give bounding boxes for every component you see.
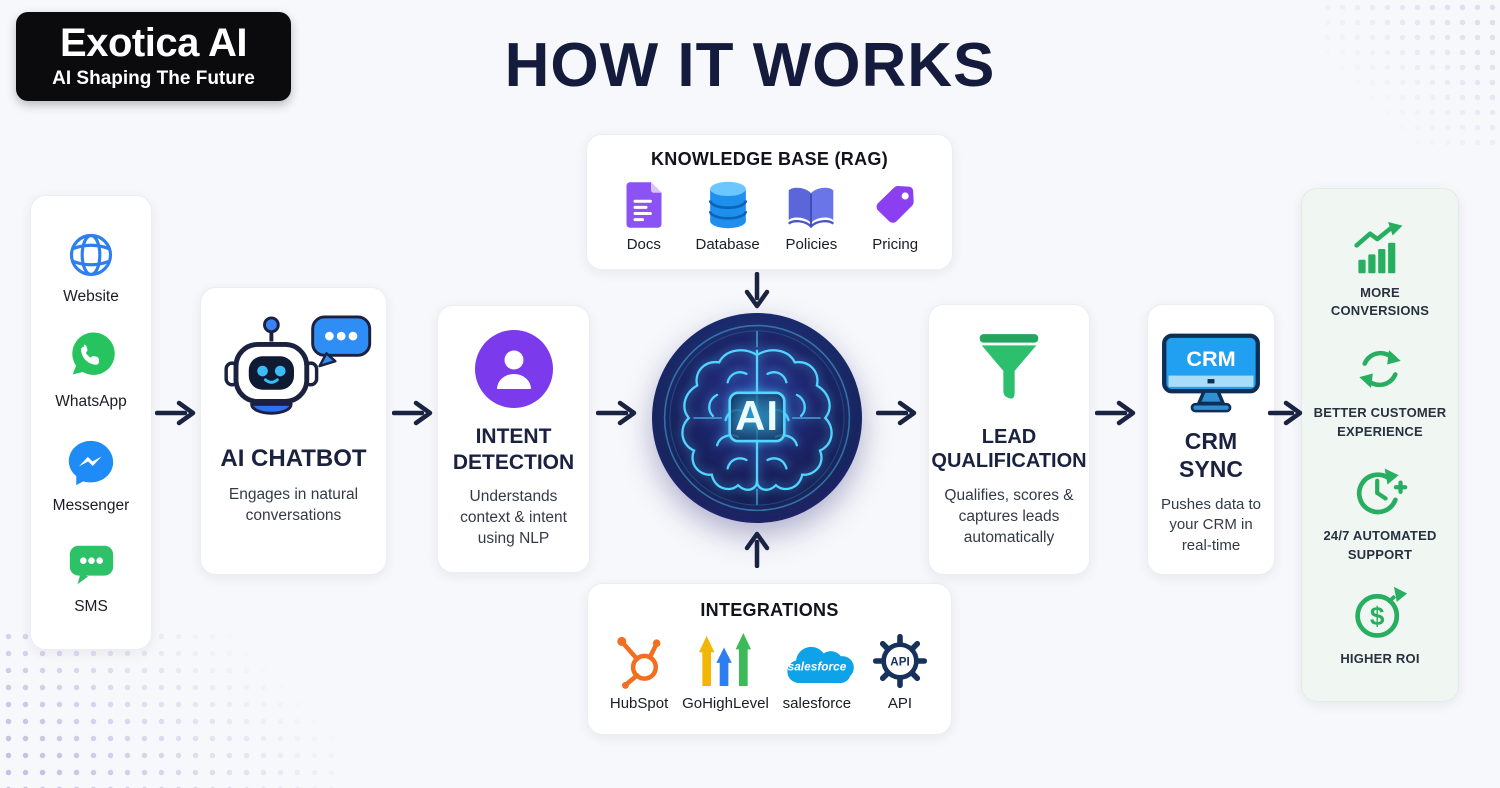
- card-title: AI CHATBOT: [220, 445, 367, 472]
- kb-item-label: Docs: [626, 236, 661, 253]
- refresh-icon: [1359, 350, 1401, 389]
- benefits-card: MORE CONVERSIONS BETTER CUSTOMER EXPERIE…: [1301, 188, 1459, 702]
- benefit-label: BETTER CUSTOMER EXPERIENCE: [1313, 405, 1447, 439]
- growth-chart-icon: [1354, 221, 1403, 273]
- integration-hubspot: HubSpot: [604, 631, 674, 712]
- benefit-customer-experience: BETTER CUSTOMER EXPERIENCE: [1310, 342, 1450, 440]
- channel-messenger: Messenger: [52, 436, 130, 515]
- ai-core-label: AI: [735, 392, 779, 440]
- crm-sync-card: CRM CRM SYNC Pushes data to your CRM in …: [1147, 304, 1275, 575]
- brand-tagline: AI Shaping The Future: [52, 68, 255, 89]
- integration-label: GoHighLevel: [682, 695, 769, 712]
- channel-website: Website: [63, 229, 119, 306]
- integration-label: HubSpot: [609, 695, 669, 712]
- channel-label: WhatsApp: [55, 393, 127, 411]
- flow-arrow-right: [596, 400, 638, 426]
- kb-item-docs: Docs: [609, 180, 679, 253]
- integrations-items: HubSpot GoHighLevel salesforce salesforc…: [596, 631, 943, 712]
- messenger-icon: [68, 440, 114, 485]
- channel-label: SMS: [74, 598, 108, 616]
- lead-qualification-card: LEAD QUALIFICATION Qualifies, scores & c…: [928, 304, 1090, 575]
- brand-logo: Exotica AI AI Shaping The Future: [16, 12, 291, 101]
- database-icon: [708, 181, 747, 229]
- robot-icon: [223, 315, 371, 415]
- flow-arrow-right: [155, 400, 197, 426]
- kb-item-label: Policies: [785, 236, 838, 253]
- sms-chat-icon: [69, 546, 114, 585]
- benefit-label: MORE CONVERSIONS: [1330, 284, 1430, 318]
- api-gear-icon: API: [872, 633, 927, 689]
- svg-text:$: $: [1370, 601, 1385, 631]
- kb-item-label: Pricing: [872, 236, 919, 253]
- dot-pattern-bottom-left: [0, 628, 340, 788]
- flow-arrow-up: [744, 530, 770, 568]
- ai-chatbot-card: AI CHATBOT Engages in natural conversati…: [200, 287, 387, 575]
- card-description: Engages in natural conversations: [228, 486, 359, 525]
- channels-card: Website WhatsApp Messenger SM: [30, 195, 152, 650]
- flow-arrow-right: [1095, 400, 1137, 426]
- benefit-more-conversions: MORE CONVERSIONS: [1310, 221, 1450, 320]
- brain-icon: [663, 324, 851, 512]
- channel-whatsapp: WhatsApp: [55, 330, 127, 411]
- ai-core: AI: [652, 313, 862, 523]
- dot-pattern-top-right: [1320, 0, 1500, 150]
- person-icon: [474, 330, 553, 408]
- integration-label: API: [887, 695, 912, 712]
- knowledge-base-title: KNOWLEDGE BASE (RAG): [651, 149, 888, 169]
- card-title: CRM SYNC: [1179, 428, 1243, 483]
- channel-label: Website: [63, 287, 119, 305]
- dollar-circle-icon: $: [1355, 587, 1408, 639]
- integration-salesforce: salesforce salesforce: [777, 635, 857, 712]
- crm-screen-label: CRM: [1186, 346, 1235, 371]
- integration-label: salesforce: [782, 695, 852, 712]
- knowledge-base-card: KNOWLEDGE BASE (RAG) Docs: [586, 134, 953, 270]
- integrations-title: INTEGRATIONS: [700, 600, 839, 620]
- benefit-label: 24/7 AUTOMATED SUPPORT: [1323, 528, 1437, 562]
- globe-icon: [69, 233, 113, 276]
- benefit-automated-support: 24/7 AUTOMATED SUPPORT: [1310, 463, 1450, 563]
- channel-label: Messenger: [52, 496, 130, 514]
- open-book-icon: [788, 187, 835, 229]
- api-gear-label: API: [890, 656, 909, 669]
- flow-arrow-right: [876, 400, 918, 426]
- hubspot-icon: [617, 636, 661, 689]
- document-icon: [626, 182, 662, 228]
- integration-gohighlevel: GoHighLevel: [682, 631, 769, 712]
- integrations-card: INTEGRATIONS HubSpot: [587, 583, 952, 735]
- kb-item-label: Database: [695, 236, 760, 253]
- intent-detection-card: INTENT DETECTION Understands context & i…: [437, 305, 590, 573]
- integration-api: API API: [865, 633, 935, 712]
- gohighlevel-icon: [699, 633, 752, 687]
- kb-item-pricing: Pricing: [860, 184, 930, 253]
- channel-sms: SMS: [64, 539, 118, 616]
- salesforce-cloud-icon: salesforce: [787, 646, 854, 683]
- brand-name: Exotica AI: [60, 21, 247, 65]
- kb-item-database: Database: [693, 180, 763, 253]
- price-tag-icon: [876, 186, 914, 223]
- card-title: INTENT DETECTION: [452, 425, 575, 474]
- salesforce-wordmark: salesforce: [787, 660, 846, 674]
- card-description: Pushes data to your CRM in real-time: [1160, 496, 1262, 554]
- card-description: Understands context & intent using NLP: [460, 488, 567, 548]
- knowledge-base-items: Docs Database Policies: [595, 180, 944, 253]
- flow-arrow-right: [1268, 400, 1304, 426]
- benefit-label: HIGHER ROI: [1340, 651, 1420, 667]
- benefit-higher-roi: $ HIGHER ROI: [1340, 586, 1419, 668]
- flow-arrow-down: [744, 272, 770, 310]
- kb-item-policies: Policies: [776, 184, 846, 253]
- funnel-icon: [979, 334, 1039, 399]
- clock-icon: [1356, 468, 1408, 515]
- page-title: HOW IT WORKS: [504, 31, 996, 100]
- card-title: LEAD QUALIFICATION: [931, 426, 1087, 473]
- whatsapp-icon: [72, 332, 115, 376]
- card-description: Qualifies, scores & captures leads autom…: [944, 486, 1074, 546]
- flow-arrow-right: [392, 400, 434, 426]
- crm-monitor-icon: CRM: [1162, 333, 1260, 413]
